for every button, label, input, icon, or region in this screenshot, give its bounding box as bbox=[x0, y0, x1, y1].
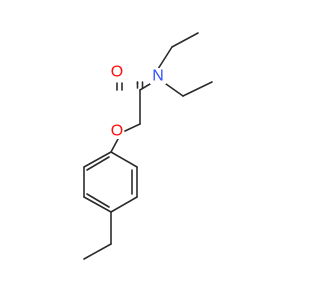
atom-labels: O N O bbox=[110, 64, 166, 140]
bond-ch2-ch3-para bbox=[83, 243, 112, 260]
bond-n-ch2-upper bbox=[157, 46, 173, 70]
bond-ch2-o bbox=[124, 123, 141, 132]
o-ether-bg bbox=[110, 123, 124, 139]
ring-bond-3 bbox=[83, 196, 112, 213]
n-amide-bg bbox=[150, 68, 166, 84]
ring-bond-6 bbox=[110, 151, 138, 168]
atom-label-o-carbonyl: O bbox=[111, 64, 123, 81]
atom-label-o-ether: O bbox=[111, 123, 123, 140]
ring-bond-1 bbox=[83, 151, 112, 168]
ring-bond-4 bbox=[110, 196, 138, 213]
ring-inner-bond-2 bbox=[86, 193, 110, 208]
atom-label-n-amide: N bbox=[152, 68, 164, 85]
bond-c-n bbox=[139, 83, 151, 91]
molecule-diagram: O N O bbox=[83, 32, 213, 260]
o-carbonyl-bg bbox=[110, 64, 124, 80]
bond-lines bbox=[83, 32, 213, 260]
bond-n-ch2-lower bbox=[165, 83, 184, 97]
ring-inner-bond-1 bbox=[86, 156, 110, 171]
bond-ch2-ch3-lower bbox=[182, 81, 213, 97]
bond-ch2-ch3-upper bbox=[171, 32, 199, 48]
bond-o-ring bbox=[110, 138, 119, 153]
